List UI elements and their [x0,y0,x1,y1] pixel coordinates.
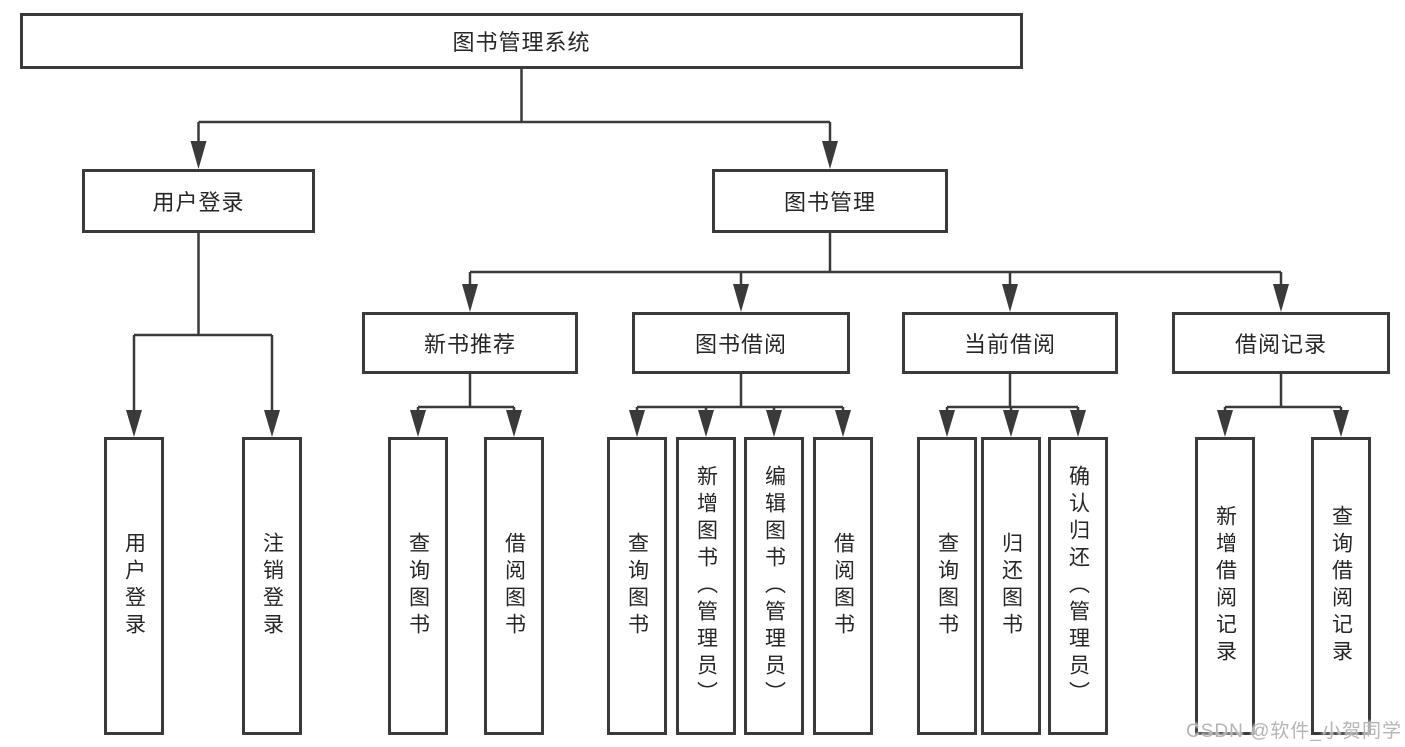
node-bb-borrow-books: 借阅图书 [813,437,873,735]
node-new-book-recommend-label: 新书推荐 [423,332,516,357]
node-cb-query-books-label: 查询图书 [935,532,959,640]
node-nb-query-books-label: 查询图书 [406,532,430,640]
node-cb-return-books: 归还图书 [981,437,1041,735]
node-br-add-record-label: 新增借阅记录 [1213,505,1237,667]
node-cb-confirm-return-admin: 确认归还（管理员） [1048,437,1108,735]
node-bb-query-books: 查询图书 [607,437,667,735]
node-user-login: 用户登录 [104,437,164,735]
node-nb-query-books: 查询图书 [388,437,448,735]
node-cb-query-books: 查询图书 [917,437,977,735]
node-bb-edit-books-admin-label: 编辑图书（管理员） [762,464,786,708]
node-logout: 注销登录 [242,437,302,735]
node-bb-add-books-admin: 新增图书（管理员） [676,437,736,735]
node-book-management-label: 图书管理 [783,190,876,215]
node-br-query-record-label: 查询借阅记录 [1329,505,1353,667]
node-current-borrow-label: 当前借阅 [963,332,1056,357]
node-root-label: 图书管理系统 [452,30,591,55]
node-book-borrow: 图书借阅 [632,312,850,374]
node-nb-borrow-books-label: 借阅图书 [502,532,526,640]
node-cb-confirm-return-admin-label: 确认归还（管理员） [1066,464,1090,708]
node-bb-query-books-label: 查询图书 [625,532,649,640]
node-book-management: 图书管理 [712,169,948,233]
node-br-query-record: 查询借阅记录 [1311,437,1371,735]
node-bb-edit-books-admin: 编辑图书（管理员） [744,437,804,735]
node-borrow-records: 借阅记录 [1172,312,1390,374]
watermark: CSDN @软件_小贺同学 [1186,721,1402,742]
node-user-login-label: 用户登录 [122,532,146,640]
node-root: 图书管理系统 [20,13,1023,69]
node-bb-borrow-books-label: 借阅图书 [831,532,855,640]
node-br-add-record: 新增借阅记录 [1195,437,1255,735]
node-user-login-group-label: 用户登录 [152,190,245,215]
node-user-login-group: 用户登录 [82,169,315,233]
node-nb-borrow-books: 借阅图书 [484,437,544,735]
node-new-book-recommend: 新书推荐 [362,312,578,374]
node-bb-add-books-admin-label: 新增图书（管理员） [694,464,718,708]
node-borrow-records-label: 借阅记录 [1234,332,1327,357]
node-current-borrow: 当前借阅 [902,312,1118,374]
node-logout-label: 注销登录 [260,532,284,640]
node-cb-return-books-label: 归还图书 [999,532,1023,640]
node-book-borrow-label: 图书借阅 [694,332,787,357]
